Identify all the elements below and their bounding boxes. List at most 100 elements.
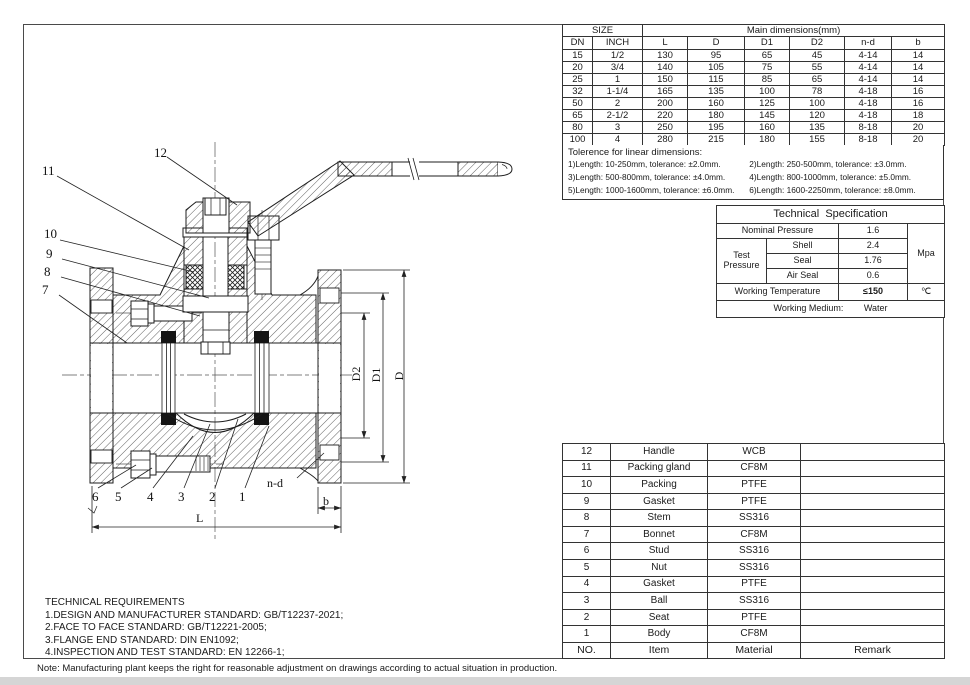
callout-2: 2 bbox=[209, 489, 216, 504]
technical-specification-table: Technical Specification Nominal Pressure… bbox=[715, 205, 946, 318]
seal-label: Seal bbox=[766, 253, 839, 269]
callout-7: 7 bbox=[42, 282, 49, 297]
tolerance-item: 5)Length: 1000-1600mm, tolerance: ±6.0mm… bbox=[568, 185, 735, 196]
tolerance-item: 1)Length: 10-250mm, tolerance: ±2.0mm. bbox=[568, 159, 721, 170]
requirement-line: 3.FLANGE END STANDARD: DIN EN1092; bbox=[45, 634, 239, 646]
test-pressure-label: Test Pressure bbox=[716, 238, 767, 284]
dim-label-D1: D1 bbox=[369, 367, 383, 383]
valve-body-sections bbox=[89, 245, 342, 484]
callout-9: 9 bbox=[46, 246, 53, 261]
requirement-line: 2.FACE TO FACE STANDARD: GB/T12221-2005; bbox=[45, 622, 267, 634]
dimension-lines bbox=[87, 269, 410, 533]
tolerance-item: 2)Length: 250-500mm, tolerance: ±3.0mm. bbox=[749, 159, 907, 170]
tolerance-item: 6)Length: 1600-2250mm, tolerance: ±8.0mm… bbox=[749, 185, 916, 196]
working-medium-label: Working Medium: bbox=[773, 303, 844, 314]
shell-value: 2.4 bbox=[838, 238, 908, 254]
tolerance-item: 3)Length: 500-800mm, tolerance: ±4.0mm. bbox=[568, 172, 726, 183]
col-header-d1: D1 bbox=[744, 36, 790, 50]
dim-label-nd: n-d bbox=[267, 476, 283, 490]
callout-11: 11 bbox=[42, 163, 55, 178]
parts-col-item: Item bbox=[610, 642, 708, 659]
nominal-pressure-value: 1.6 bbox=[838, 223, 908, 239]
callout-10: 10 bbox=[44, 226, 57, 241]
callout-8: 8 bbox=[44, 264, 51, 279]
working-medium-row: Working Medium: Water bbox=[715, 300, 946, 318]
parts-col-material: Material bbox=[707, 642, 801, 659]
page-bottom-strip bbox=[0, 677, 970, 685]
seats-and-ball bbox=[161, 331, 270, 431]
callout-5: 5 bbox=[115, 489, 122, 504]
tolerance-item: 4)Length: 800-1000mm, tolerance: ±5.0mm. bbox=[749, 172, 912, 183]
technical-requirements-title: TECHNICAL REQUIREMENTS bbox=[45, 597, 185, 608]
dimensions-group-header: Main dimensions(mm) bbox=[641, 24, 946, 37]
air-seal-value: 0.6 bbox=[838, 268, 908, 284]
col-header-nd: n-d bbox=[844, 36, 892, 50]
shell-label: Shell bbox=[766, 238, 839, 254]
footer-note: Note: Manufacturing plant keeps the righ… bbox=[37, 663, 558, 674]
working-temperature-label: Working Temperature bbox=[716, 283, 839, 301]
callout-12: 12 bbox=[154, 145, 167, 160]
bonnet-bolts bbox=[130, 300, 211, 479]
dim-label-D: D bbox=[392, 371, 406, 381]
technical-requirements: TECHNICAL REQUIREMENTS 1.DESIGN AND MANU… bbox=[45, 597, 343, 660]
drawing-border-frame bbox=[23, 24, 944, 659]
callout-6: 6 bbox=[92, 489, 99, 504]
temperature-unit: ℃ bbox=[906, 283, 946, 301]
callout-4: 4 bbox=[147, 489, 154, 504]
tolerance-title: Tolerence for linear dimensions: bbox=[568, 147, 703, 158]
parts-table-header-row: NO. Item Material Remark bbox=[562, 642, 945, 659]
parts-col-no: NO. bbox=[562, 642, 611, 659]
col-header-inch: INCH bbox=[592, 36, 643, 50]
col-header-dn: DN bbox=[562, 36, 593, 50]
requirement-line: 1.DESIGN AND MANUFACTURER STANDARD: GB/T… bbox=[45, 609, 344, 621]
air-seal-label: Air Seal bbox=[766, 268, 839, 284]
pressure-unit: Mpa bbox=[906, 223, 946, 284]
main-dimensions-table: SIZE Main dimensions(mm) DN INCH L D D1 … bbox=[562, 24, 946, 146]
col-header-b: b bbox=[890, 36, 946, 50]
callout-3: 3 bbox=[178, 489, 185, 504]
requirement-line: 4.INSPECTION AND TEST STANDARD: EN 12266… bbox=[45, 647, 285, 659]
dim-label-D2: D2 bbox=[349, 366, 363, 382]
callout-1: 1 bbox=[239, 489, 246, 504]
parts-col-remark: Remark bbox=[800, 642, 945, 659]
seal-value: 1.76 bbox=[838, 253, 908, 269]
bore-and-bolt-holes bbox=[90, 287, 340, 464]
dim-label-L: L bbox=[196, 511, 204, 525]
col-header-l: L bbox=[642, 36, 688, 50]
size-group-header: SIZE bbox=[562, 24, 643, 37]
col-header-d2: D2 bbox=[789, 36, 845, 50]
tolerance-box: Tolerence for linear dimensions: 1)Lengt… bbox=[562, 145, 944, 200]
handle bbox=[185, 157, 513, 237]
dim-label-b: b bbox=[323, 494, 329, 508]
col-header-d: D bbox=[687, 36, 745, 50]
working-temperature-value: ≤150 bbox=[838, 283, 908, 301]
working-medium-value: Water bbox=[863, 303, 888, 314]
callout-leaders bbox=[56, 156, 325, 489]
nominal-pressure-label: Nominal Pressure bbox=[716, 223, 839, 239]
